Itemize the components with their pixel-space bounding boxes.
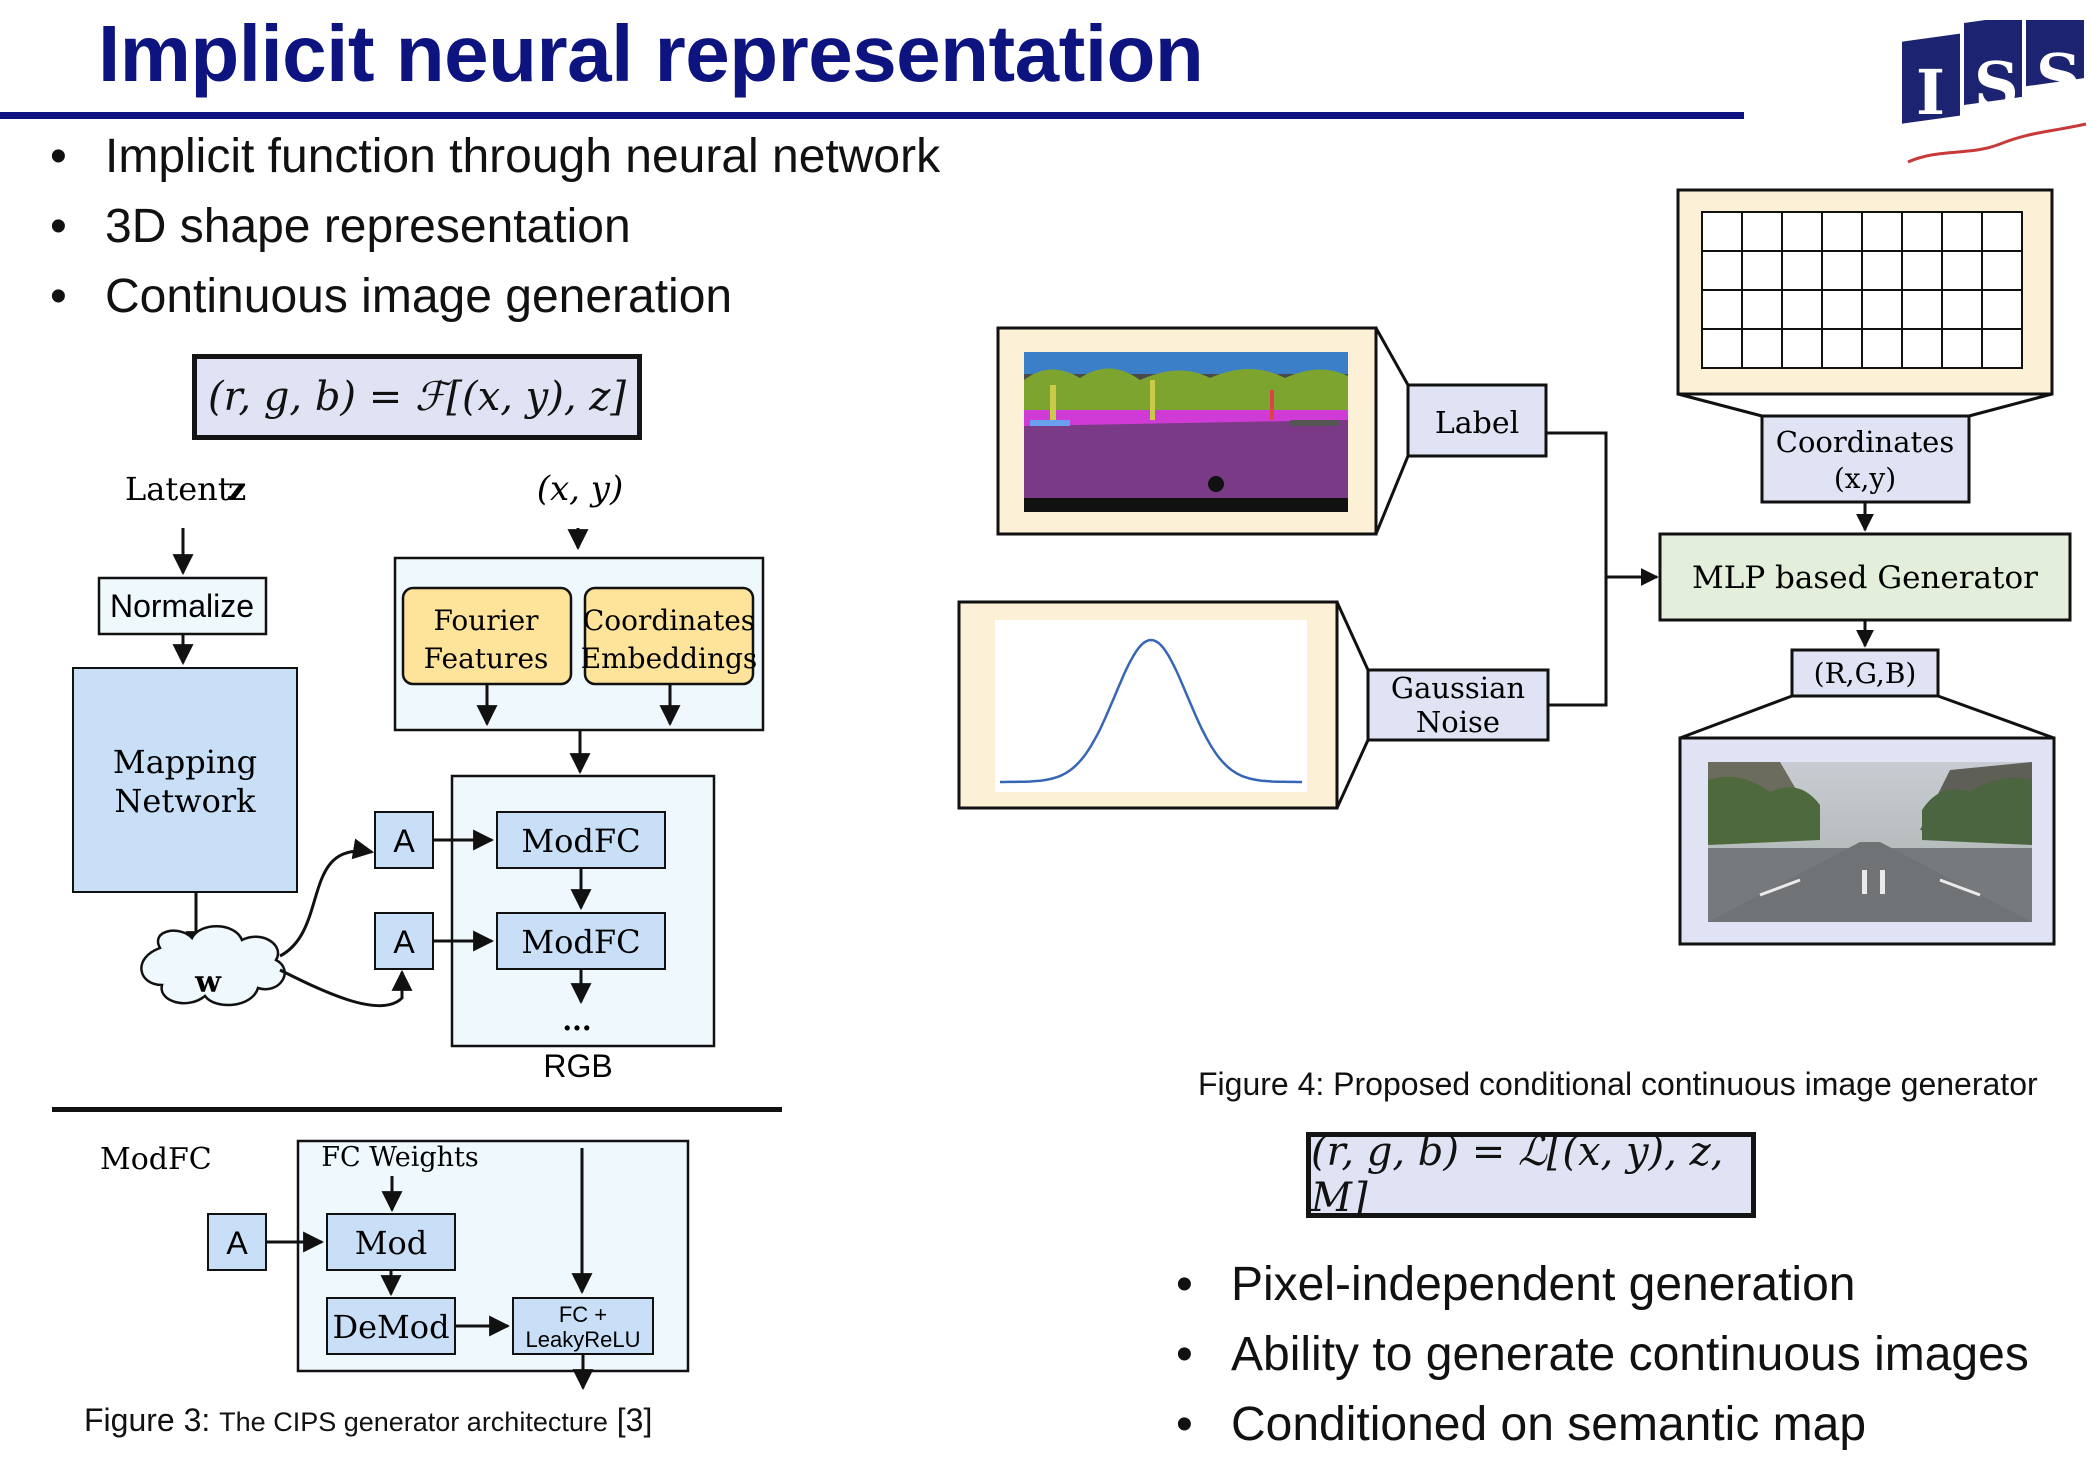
a-box-1 xyxy=(374,811,434,869)
semantic-map-image xyxy=(1024,352,1348,512)
modfc-detail-diagram: ModFC FC Weights A Mod DeMod FC + LeakyR… xyxy=(100,1139,690,1391)
ellipsis: ... xyxy=(562,1004,591,1037)
gaussian-noise-label-2: Noise xyxy=(1416,705,1500,739)
bullet-item: Ability to generate continuous images xyxy=(1176,1320,2029,1390)
mapping-network-label-1: Mapping xyxy=(113,743,257,781)
demod-label: DeMod xyxy=(332,1308,449,1346)
output-zoom-line-left xyxy=(1679,694,1793,740)
generated-street-image xyxy=(1708,762,2032,922)
demod-box xyxy=(326,1297,456,1355)
fc-leakyrelu-box xyxy=(512,1297,654,1355)
figure3-caption: Figure 3: The CIPS generator architectur… xyxy=(84,1402,652,1439)
label-zoom-line-top xyxy=(1374,327,1410,386)
latent-variable: z xyxy=(228,470,246,508)
bullet-item: Pixel-independent generation xyxy=(1176,1250,2029,1320)
gaussian-zoom-line-bottom xyxy=(1335,739,1370,809)
modfc-box-2-label: ModFC xyxy=(521,923,640,961)
mlp-generator-box xyxy=(1658,532,2072,622)
w-cloud xyxy=(140,925,286,1007)
figure3-caption-ref: [3] xyxy=(607,1402,653,1438)
mod-box xyxy=(326,1213,456,1271)
output-zoom-line-right xyxy=(1937,694,2055,740)
normalize-box xyxy=(97,576,268,636)
w-to-a1-arrow xyxy=(279,838,375,958)
normalize-label: Normalize xyxy=(110,588,254,624)
mapping-network-box xyxy=(72,667,298,893)
logo-letter-i: I xyxy=(1916,56,1945,129)
fourier-features-label-2: Features xyxy=(424,642,549,675)
grid-zoom-line-left xyxy=(1677,392,1763,418)
rgb-output-label: (R,G,B) xyxy=(1814,657,1917,690)
gaussian-noise-label-1: Gaussian xyxy=(1391,671,1525,705)
cips-diagram: Latent z Normalize Mapping Network w (x,… xyxy=(72,469,765,1084)
fc-weights-label: FC Weights xyxy=(321,1142,479,1173)
w-to-a2-arrow xyxy=(279,968,413,1008)
coordinates-label-1: Coordinates xyxy=(1776,425,1954,459)
coordinates-embeddings-label-2: Embeddings xyxy=(581,642,758,675)
modfc-detail-title: ModFC xyxy=(100,1142,212,1177)
bullet-item: Conditioned on semantic map xyxy=(1176,1390,2029,1460)
proposed-generator-diagram: Label Gaussian Noise Coordinates (x,y) M… xyxy=(957,188,2072,946)
fc-leakyrelu-label-2: LeakyReLU xyxy=(526,1327,641,1352)
coordinates-box xyxy=(1760,414,1971,504)
bullet-item: 3D shape representation xyxy=(50,192,940,262)
fc-leakyrelu-label-1: FC + xyxy=(559,1302,607,1327)
proposed-equation: (r, g, b) = ℒ[(x, y), z, M] xyxy=(1306,1129,1756,1221)
label-box xyxy=(1406,383,1548,458)
label-zoom-line-bottom xyxy=(1374,455,1410,535)
rgb-label: RGB xyxy=(543,1048,612,1084)
slide-title: Implicit neural representation xyxy=(98,9,1204,98)
a-box-2 xyxy=(374,912,434,970)
gaussian-noise-box xyxy=(1366,668,1550,742)
logo-letter-s2: S xyxy=(2036,40,2081,113)
figure-separator xyxy=(52,1107,782,1112)
inputs-connector xyxy=(1546,431,1608,707)
fourier-features-label-1: Fourier xyxy=(433,604,539,637)
coordinate-grid xyxy=(1701,211,2023,369)
grid-zoom-line-right xyxy=(1968,392,2053,418)
figure3-caption-prefix: Figure 3: xyxy=(84,1402,220,1438)
title-underline xyxy=(0,112,1744,119)
figure3-caption-text: The CIPS generator architecture xyxy=(219,1407,608,1437)
top-bullet-list: Implicit function through neural network… xyxy=(50,122,940,332)
mapping-network-label-2: Network xyxy=(114,782,256,820)
a-box-1-label: A xyxy=(393,823,415,859)
gaussian-plot-background xyxy=(995,620,1307,792)
modfc-box-1 xyxy=(496,811,666,869)
modfc-a-label: A xyxy=(226,1225,248,1261)
logo-letter-s1: S xyxy=(1974,48,2019,121)
mlp-generator-label: MLP based Generator xyxy=(1692,560,2038,596)
a-box-2-label: A xyxy=(393,924,415,960)
gaussian-curve xyxy=(1000,638,1302,784)
cips-equation: (r, g, b) = ℱ[(x, y), z] xyxy=(192,354,642,440)
bullet-item: Continuous image generation xyxy=(50,262,940,332)
gaussian-zoom-line-top xyxy=(1335,601,1370,671)
bullet-item: Implicit function through neural network xyxy=(50,122,940,192)
mod-label: Mod xyxy=(355,1224,428,1262)
figure4-caption: Figure 4: Proposed conditional continuou… xyxy=(1198,1066,2038,1102)
label-box-text: Label xyxy=(1435,406,1519,441)
bottom-bullet-list: Pixel-independent generation Ability to … xyxy=(1176,1250,2029,1460)
modfc-box-2 xyxy=(496,912,666,970)
modfc-box-1-label: ModFC xyxy=(521,822,640,860)
coordinates-label-2: (x,y) xyxy=(1834,462,1896,495)
latent-label: Latent xyxy=(125,470,231,508)
iss-logo: I S S xyxy=(1902,20,2087,164)
logo-signal-line xyxy=(1907,122,2087,164)
coordinate-input-label: (x, y) xyxy=(537,469,624,509)
rgb-output-box xyxy=(1790,648,1940,698)
w-label: w xyxy=(194,965,222,1000)
coordinates-embeddings-label-1: Coordinates xyxy=(583,604,755,637)
